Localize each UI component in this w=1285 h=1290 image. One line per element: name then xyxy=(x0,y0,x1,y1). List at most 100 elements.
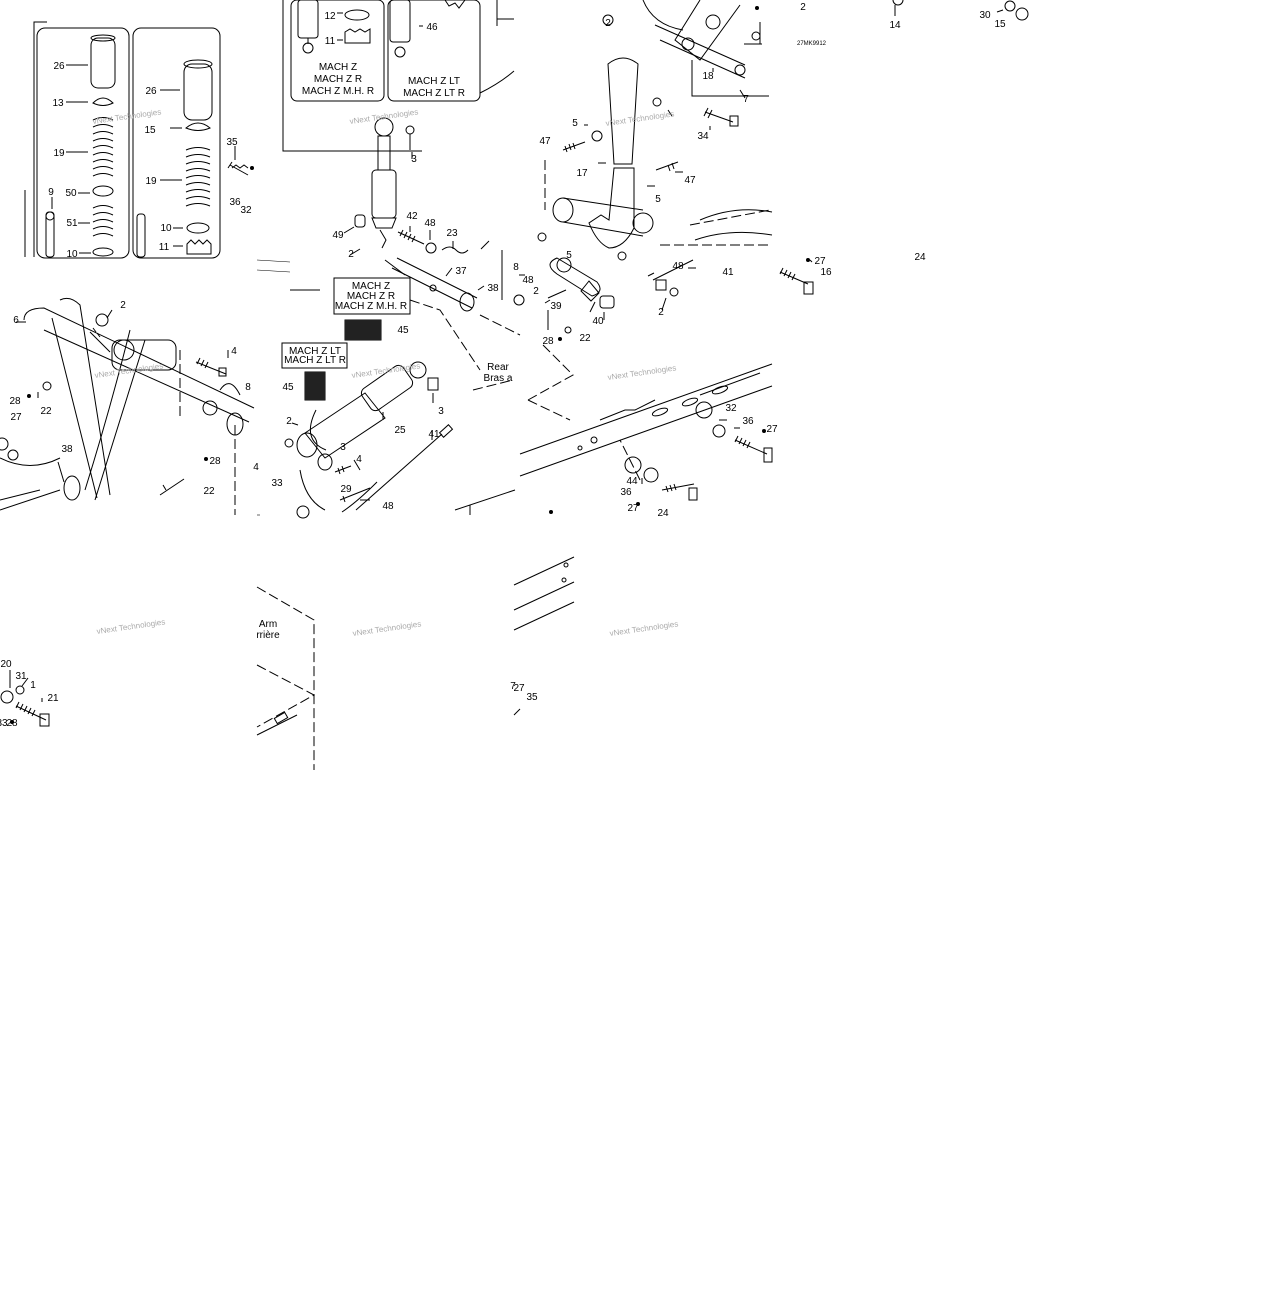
callout-arm: rrière xyxy=(256,630,280,641)
part-label-38: 38 xyxy=(61,444,73,455)
part-label-2: 2 xyxy=(120,300,126,311)
part-label-15: 15 xyxy=(144,125,156,136)
part-label-2: 2 xyxy=(348,249,354,260)
watermark-text: vNext Technologies xyxy=(607,363,677,382)
part-label-39: 39 xyxy=(550,301,562,312)
part-label-10: 10 xyxy=(160,223,172,234)
part-label-47: 47 xyxy=(539,136,551,147)
part-label-2: 2 xyxy=(286,416,292,427)
watermark-text: vNext Technologies xyxy=(92,107,162,126)
part-label-27: 27 xyxy=(766,424,778,435)
part-label-7: 7 xyxy=(510,681,516,692)
part-label-45: 45 xyxy=(282,382,294,393)
part-label-18: 18 xyxy=(702,71,714,82)
part-label-22: 22 xyxy=(40,406,52,417)
part-label-46: 46 xyxy=(426,22,438,33)
callout-rear-arm: Bras a xyxy=(484,373,513,384)
part-label-48: 48 xyxy=(382,501,394,512)
part-label-13: 13 xyxy=(52,98,64,109)
part-label-25: 25 xyxy=(394,425,406,436)
part-label-3: 3 xyxy=(411,154,417,165)
part-label-14: 14 xyxy=(889,20,901,31)
part-label-3: 3 xyxy=(438,406,444,417)
part-label-32: 32 xyxy=(240,205,252,216)
part-label-28: 28 xyxy=(9,396,21,407)
part-label-27: 27 xyxy=(814,256,826,267)
tile-rear-linkage xyxy=(513,257,773,501)
model-box-line: MACH Z LT xyxy=(289,346,341,357)
part-label-2: 2 xyxy=(658,307,664,318)
part-label-40: 40 xyxy=(592,316,604,327)
watermark-text: vNext Technologies xyxy=(94,361,164,380)
model-box-line: MACH Z R xyxy=(314,74,362,85)
model-box-line: MACH Z M.H. R xyxy=(302,86,374,97)
part-label-35: 35 xyxy=(226,137,238,148)
watermark-text: vNext Technologies xyxy=(349,107,419,126)
part-label-50: 50 xyxy=(65,188,77,199)
part-label-33: 33 xyxy=(0,718,8,729)
part-label-37: 37 xyxy=(455,266,467,277)
part-label-19: 19 xyxy=(53,148,65,159)
watermark-text: vNext Technologies xyxy=(96,617,166,636)
part-label-33: 33 xyxy=(271,478,283,489)
part-label-4: 4 xyxy=(356,454,362,465)
part-label-36: 36 xyxy=(229,197,241,208)
part-label-30: 30 xyxy=(979,10,991,21)
part-label-49: 49 xyxy=(332,230,344,241)
part-label-36: 36 xyxy=(742,416,754,427)
tile-swing-arm xyxy=(0,297,255,515)
spring-left xyxy=(92,117,114,177)
part-label-19: 19 xyxy=(145,176,157,187)
part-label-23: 23 xyxy=(446,228,458,239)
part-label-48: 48 xyxy=(424,218,436,229)
model-box-line: MACH Z xyxy=(319,62,357,73)
part-label-24: 24 xyxy=(657,508,669,519)
part-label-41: 41 xyxy=(428,429,440,440)
tile-spring-stack xyxy=(24,21,249,259)
part-label-10: 10 xyxy=(66,249,78,260)
part-label-22: 22 xyxy=(579,333,591,344)
part-label-28: 28 xyxy=(542,336,554,347)
part-label-28: 28 xyxy=(6,718,18,729)
model-box-line: MACH Z LT R xyxy=(403,88,465,99)
part-label-12: 12 xyxy=(324,11,336,22)
part-label-15: 15 xyxy=(994,19,1006,30)
tile-seams xyxy=(256,259,291,516)
part-label-2: 2 xyxy=(605,18,611,29)
model-box-line: MACH Z LT R xyxy=(284,355,346,366)
part-label-26: 26 xyxy=(145,86,157,97)
tile-bottom-left xyxy=(0,670,50,727)
part-label-8: 8 xyxy=(513,262,519,273)
tile-bottom-middle xyxy=(256,586,316,770)
part-label-45: 45 xyxy=(397,325,409,336)
tile-shock-top xyxy=(282,0,515,254)
part-label-2: 2 xyxy=(800,2,806,13)
part-label-35: 35 xyxy=(526,692,538,703)
part-label-38: 38 xyxy=(487,283,499,294)
lube-markers xyxy=(10,6,810,724)
model-box-line: MACH Z LT xyxy=(408,76,460,87)
part-label-51: 51 xyxy=(66,218,78,229)
model-box-line: MACH Z R xyxy=(347,291,395,302)
part-label-8: 8 xyxy=(245,382,251,393)
part-label-7: 7 xyxy=(743,94,749,105)
part-label-5: 5 xyxy=(655,194,661,205)
part-label-17: 17 xyxy=(576,168,588,179)
tile-small-parts xyxy=(779,0,1029,295)
part-label-9: 9 xyxy=(48,187,54,198)
part-label-27: 27 xyxy=(10,412,22,423)
part-label-11: 11 xyxy=(325,36,336,47)
part-label-1: 1 xyxy=(30,680,36,691)
part-label-42: 42 xyxy=(406,211,418,222)
part-label-4: 4 xyxy=(231,346,237,357)
tile-shock-centre xyxy=(281,248,521,519)
part-label-36: 36 xyxy=(620,487,632,498)
part-label-16: 16 xyxy=(820,267,832,278)
tile-front-arm xyxy=(537,0,773,261)
model-box-line: MACH Z M.H. R xyxy=(335,301,407,312)
part-label-6: 6 xyxy=(13,315,19,326)
part-label-32: 32 xyxy=(725,403,737,414)
